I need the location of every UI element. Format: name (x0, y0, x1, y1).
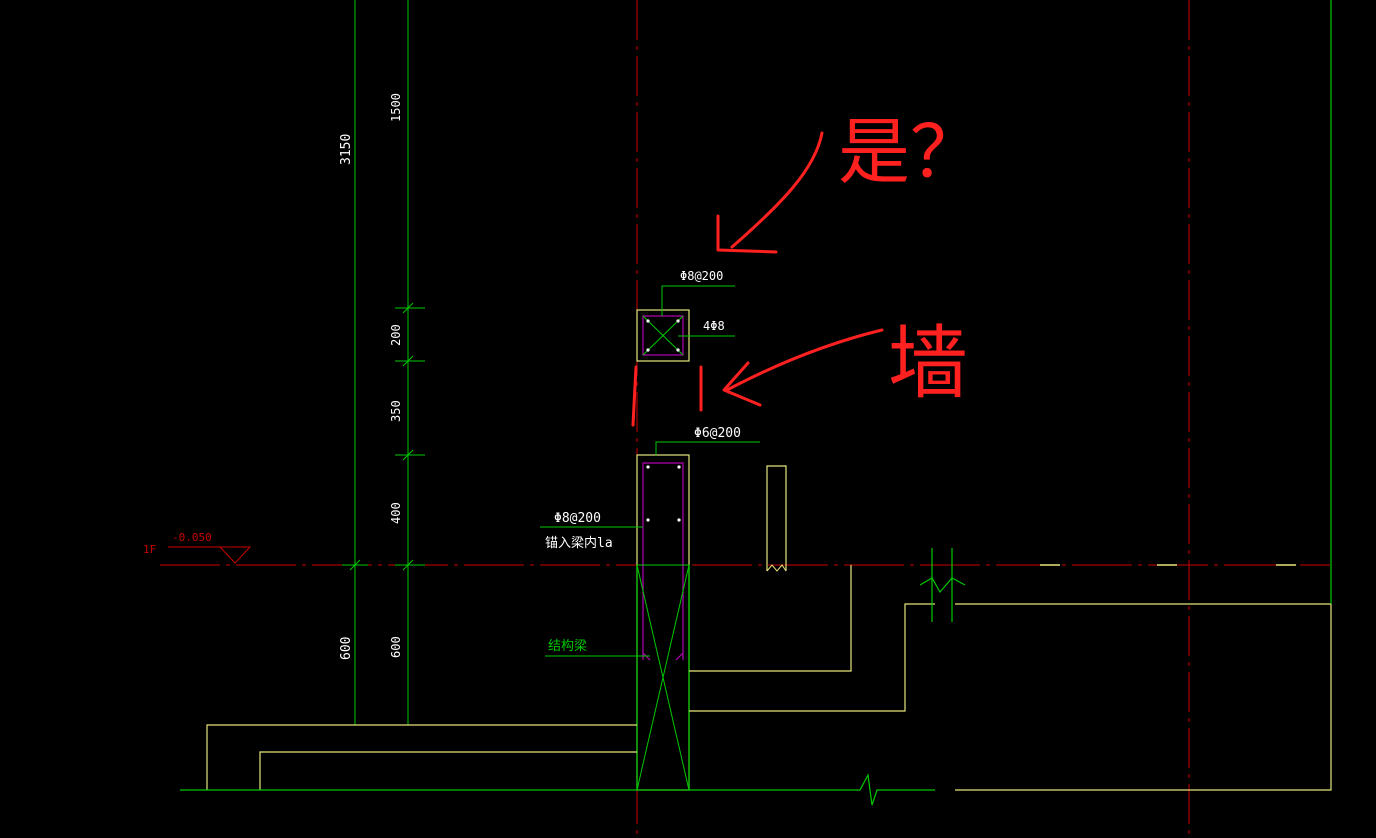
dim-3150: 3150 (339, 134, 354, 165)
beam-cross (636, 564, 690, 791)
elevation-label: -0.050 (172, 531, 212, 544)
label-anchor-note: 锚入梁内la (545, 535, 613, 551)
arrow-wall-icon (722, 328, 884, 407)
level-triangle-icon (218, 546, 252, 564)
cap-rebars (646, 319, 680, 352)
column-outline (636, 454, 690, 791)
label-left-stirrup: Φ8@200 (554, 511, 601, 526)
dimension-ticks (342, 302, 425, 726)
dim-400: 400 (389, 502, 403, 524)
cap-cross (642, 315, 684, 356)
small-post (766, 465, 787, 571)
label-top-main: 4Φ8 (703, 319, 725, 333)
arrow-question-icon (716, 131, 824, 254)
ground-line (180, 773, 935, 806)
dim-600-right: 600 (389, 636, 403, 658)
label-structural-beam: 结构梁 (548, 639, 587, 654)
annotation-wall: 墙 (888, 317, 968, 410)
foundation-outline (206, 565, 1332, 791)
column-rebars (646, 465, 681, 522)
dim-1500: 1500 (389, 93, 403, 122)
leader-top-stirrup (661, 285, 735, 316)
break-symbol-icon (919, 548, 966, 622)
label-mid-stirrup: Φ6@200 (694, 426, 741, 441)
column-stirrup (642, 462, 684, 660)
annotation-question: 是？ (838, 110, 982, 194)
dim-350: 350 (389, 400, 403, 422)
wall-marker-icon (631, 365, 703, 427)
leader-mid-stirrup (655, 441, 760, 455)
dim-600-left: 600 (339, 637, 354, 660)
label-top-stirrup: Φ8@200 (680, 269, 723, 283)
dim-200: 200 (389, 324, 403, 346)
floor-label: 1F (143, 543, 156, 556)
